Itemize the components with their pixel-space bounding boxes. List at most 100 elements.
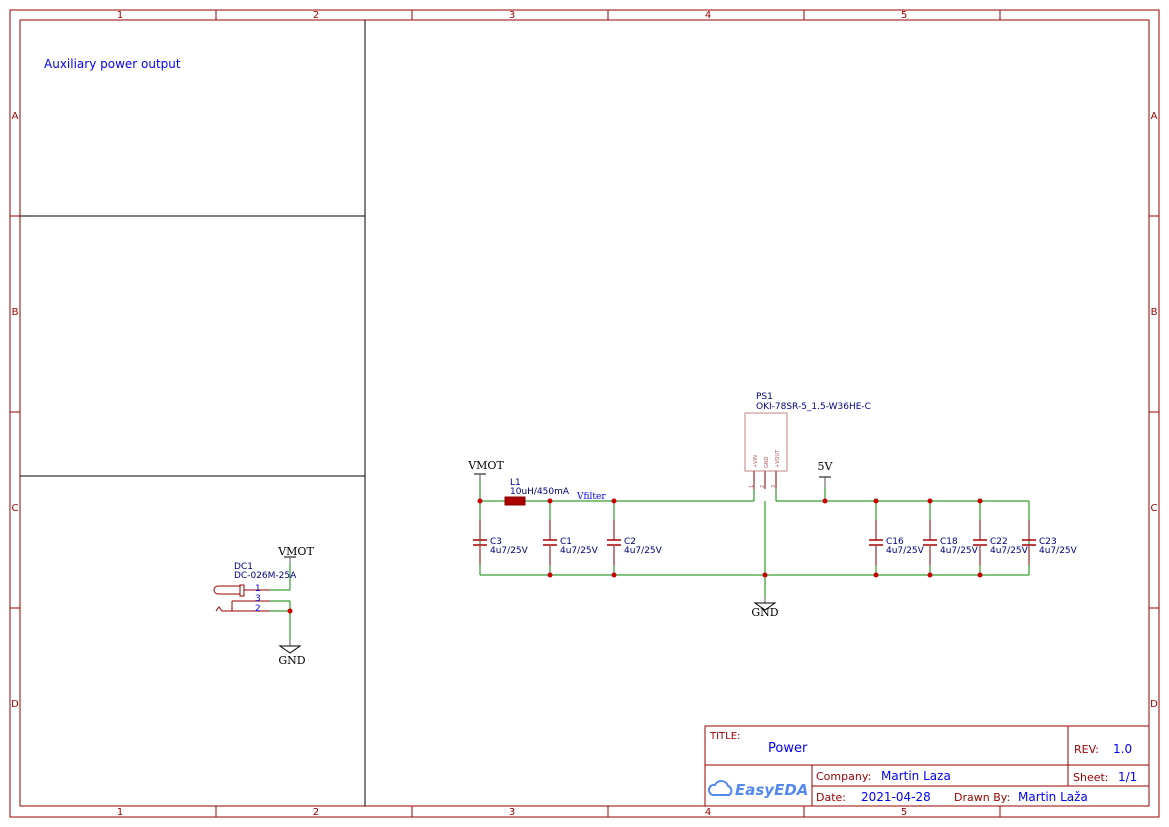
junction-dot (977, 572, 983, 578)
cap-value: 4u7/25V (490, 546, 529, 556)
left-panel-dividers (20, 20, 366, 806)
row-label: D (11, 699, 19, 710)
cap-ref: C16 (886, 537, 904, 547)
drawn-by-label: Drawn By: (954, 791, 1010, 804)
vmot-net-label: VMOT (277, 545, 314, 558)
cap-ref: C2 (624, 537, 636, 547)
col-label: 5 (901, 10, 907, 21)
pin-number: 1 (255, 584, 261, 594)
ps1-ref: PS1 (756, 392, 773, 402)
sheet-title: Power (768, 741, 808, 756)
main-wires: VMOT Vfilter (467, 459, 1030, 597)
cap-ref: C1 (560, 537, 572, 547)
row-label: B (1151, 307, 1158, 318)
junction-dot (977, 498, 983, 504)
row-label: C (12, 503, 19, 514)
inner-border (19, 19, 1150, 807)
row-label: A (12, 111, 19, 122)
company-value: Martin Laza (881, 769, 951, 783)
sheet-label: Sheet: (1073, 771, 1109, 784)
junction-dot (547, 572, 553, 578)
5v-net-label: 5V (818, 460, 834, 473)
date-label: Date: (816, 791, 846, 804)
pin-name: +VIN (753, 455, 759, 468)
ps1-value: OKI-78SR-5_1.5-W36HE-C (756, 402, 871, 412)
pin-number: 2 (760, 485, 766, 488)
junction-dot (927, 572, 933, 578)
row-label: A (1151, 111, 1158, 122)
drawn-by-value: Martin Laža (1018, 790, 1088, 804)
date-value: 2021-04-28 (861, 790, 931, 804)
logo-text: EasyEDA (735, 781, 808, 799)
dc1-jack[interactable]: VMOT DC1 DC-026M-25A 1 3 2 GND (213, 545, 314, 667)
cap-value: 4u7/25V (560, 546, 599, 556)
col-label: 4 (705, 807, 711, 818)
title-block: TITLE: Power REV: 1.0 Company: Martin La… (704, 725, 1150, 807)
junction-dot (873, 498, 879, 504)
l1-value: 10uH/450mA (510, 487, 570, 497)
junction-dot (873, 572, 879, 578)
junction-dot (762, 572, 768, 578)
cap-ref: C23 (1039, 537, 1057, 547)
col-label: 2 (313, 10, 319, 21)
cap-value: 4u7/25V (886, 546, 925, 556)
rev-value: 1.0 (1113, 742, 1132, 756)
pin-name: +VOUT (775, 449, 781, 468)
regulator-ps1[interactable]: PS1 OKI-78SR-5_1.5-W36HE-C +VIN GND +VOU… (744, 392, 871, 501)
col-label: 1 (117, 807, 123, 818)
cap-ref: C22 (990, 537, 1008, 547)
gnd-net-label: GND (751, 606, 778, 619)
junction-dot (822, 498, 828, 504)
title-label: TITLE: (709, 731, 740, 742)
junctions (477, 498, 983, 578)
col-label: 1 (117, 10, 123, 21)
ground-icon (278, 645, 302, 654)
junction-dot (477, 498, 483, 504)
pin-number: 3 (771, 485, 777, 488)
l1-ref: L1 (510, 478, 521, 488)
aux-power-note: Auxiliary power output (44, 57, 181, 71)
cap-value: 4u7/25V (990, 546, 1029, 556)
cap-ref: C3 (490, 537, 502, 547)
col-label: 5 (901, 807, 907, 818)
pin-number: 2 (255, 604, 261, 614)
vmot-net-label: VMOT (467, 459, 504, 472)
rev-label: REV: (1074, 743, 1099, 756)
cap-value: 4u7/25V (1039, 546, 1078, 556)
gnd-net-label: GND (278, 654, 305, 667)
cap-value: 4u7/25V (940, 546, 979, 556)
junction-dot (547, 498, 553, 504)
dc1-value: DC-026M-25A (234, 571, 297, 581)
junction-dot (611, 498, 617, 504)
vfilter-net-label: Vfilter (576, 492, 606, 502)
cap-ref: C18 (940, 537, 958, 547)
cap-value: 4u7/25V (624, 546, 663, 556)
column-ticks (10, 10, 1159, 817)
company-label: Company: (816, 770, 871, 783)
sheet-value: 1/1 (1118, 770, 1137, 784)
junction-dot (927, 498, 933, 504)
ground-icon (753, 602, 777, 611)
outer-border (9, 9, 1160, 818)
dc1-ref: DC1 (234, 562, 253, 572)
junction-dot (611, 572, 617, 578)
pin-name: GND (764, 456, 770, 468)
col-label: 2 (313, 807, 319, 818)
row-label: B (12, 307, 19, 318)
col-label: 3 (509, 10, 515, 21)
easyeda-logo: EasyEDA (707, 780, 808, 799)
col-label: 3 (509, 807, 515, 818)
inductor-l1[interactable]: L1 10uH/450mA (504, 478, 570, 506)
pin-number: 3 (255, 594, 261, 604)
row-label: C (1151, 503, 1158, 514)
pin-number: 1 (749, 485, 755, 488)
col-label: 4 (705, 10, 711, 21)
